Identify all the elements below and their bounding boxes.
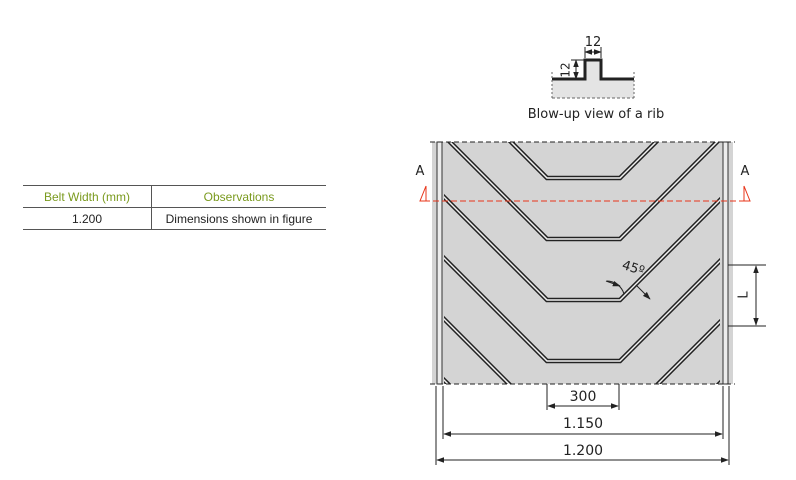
chevron-rib-highlight [444, 317, 720, 384]
chevron-rib-highlight [448, 142, 719, 240]
rib-blowup: 12 12 Blow-up view of a rib [528, 35, 664, 122]
chevron-rib-highlight [444, 195, 720, 301]
header-observations: Observations [151, 185, 326, 208]
angle-leader [635, 284, 651, 300]
angle-arrow [605, 280, 621, 287]
chevron-rib-highlight [435, 0, 732, 56]
belt-body [430, 0, 735, 385]
section-mark-left: A [416, 164, 425, 179]
rib-span-label: 300 [570, 389, 597, 405]
rib-profile [552, 58, 634, 81]
angle-label: 45º [620, 258, 646, 279]
rib-height-label: 12 [559, 62, 573, 77]
cell-observations: Dimensions shown in figure [151, 207, 326, 230]
width-dimensions: 300 1.150 1.200 [435, 384, 730, 465]
chevron-ribs [435, 0, 732, 384]
header-belt-width: Belt Width (mm) [23, 185, 152, 208]
blowup-caption: Blow-up view of a rib [528, 107, 664, 122]
total-width-label: 1.200 [563, 443, 603, 459]
section-mark-right: A [741, 164, 750, 179]
inner-width-label: 1.150 [563, 416, 603, 432]
rib-angle-indicator: 45º [605, 258, 651, 300]
chevron-rib-highlight [444, 256, 720, 362]
pitch-dimension: L [728, 264, 766, 327]
rib-width-label: 12 [585, 35, 602, 50]
chevron-rib-highlight [509, 142, 658, 179]
table-row: 1.200 Dimensions shown in figure [23, 207, 326, 230]
belt-left-edge [436, 141, 443, 385]
section-arrow-right [743, 185, 751, 202]
pitch-label: L [737, 291, 752, 299]
rib-base-section [552, 79, 634, 98]
section-a-a: A A [416, 164, 751, 202]
belt-right-edge [722, 141, 729, 385]
belt-surface [432, 142, 733, 384]
chevron-rib [435, 0, 732, 56]
section-arrow-left [419, 185, 427, 202]
table-header-row: Belt Width (mm) Observations [23, 185, 326, 208]
cell-belt-width: 1.200 [23, 207, 152, 230]
rib-section [585, 60, 601, 79]
belt-spec-table: Belt Width (mm) Observations 1.200 Dimen… [23, 185, 326, 230]
